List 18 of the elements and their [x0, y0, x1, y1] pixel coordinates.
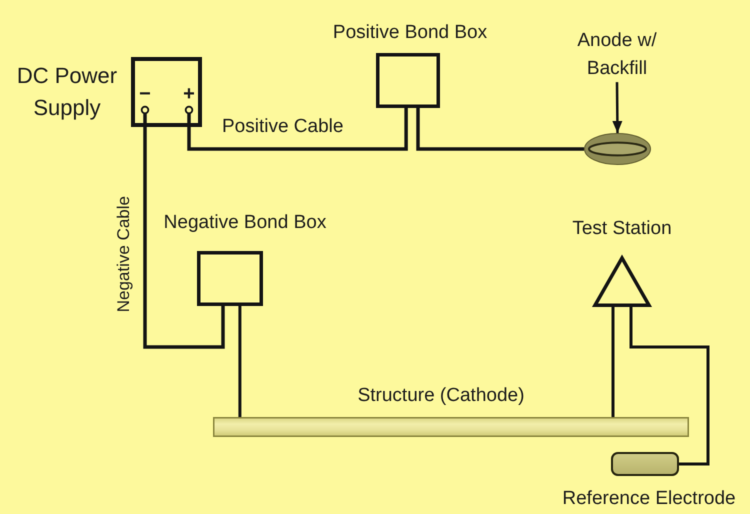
- node-label: Reference Electrode: [562, 488, 736, 511]
- polarity-sign: −: [139, 82, 151, 106]
- wire: [238, 306, 242, 417]
- node-label: Negative Bond Box: [164, 212, 326, 235]
- anode-ellipse: [584, 133, 651, 165]
- wire: [612, 307, 614, 417]
- wire: [143, 127, 225, 349]
- wire: [630, 307, 710, 466]
- arrow: [612, 82, 622, 134]
- wire: [187, 108, 408, 151]
- node-label: DC Power Supply: [16, 62, 118, 122]
- node-label: Test Station: [572, 218, 672, 241]
- wire: [416, 108, 584, 151]
- edge-label: Negative Cable: [114, 196, 134, 312]
- polarity-sign: +: [183, 82, 195, 106]
- node-label: Structure (Cathode): [358, 385, 524, 408]
- node-label: Positive Bond Box: [332, 22, 488, 45]
- callout-label: Anode w/ Backfill: [572, 27, 662, 82]
